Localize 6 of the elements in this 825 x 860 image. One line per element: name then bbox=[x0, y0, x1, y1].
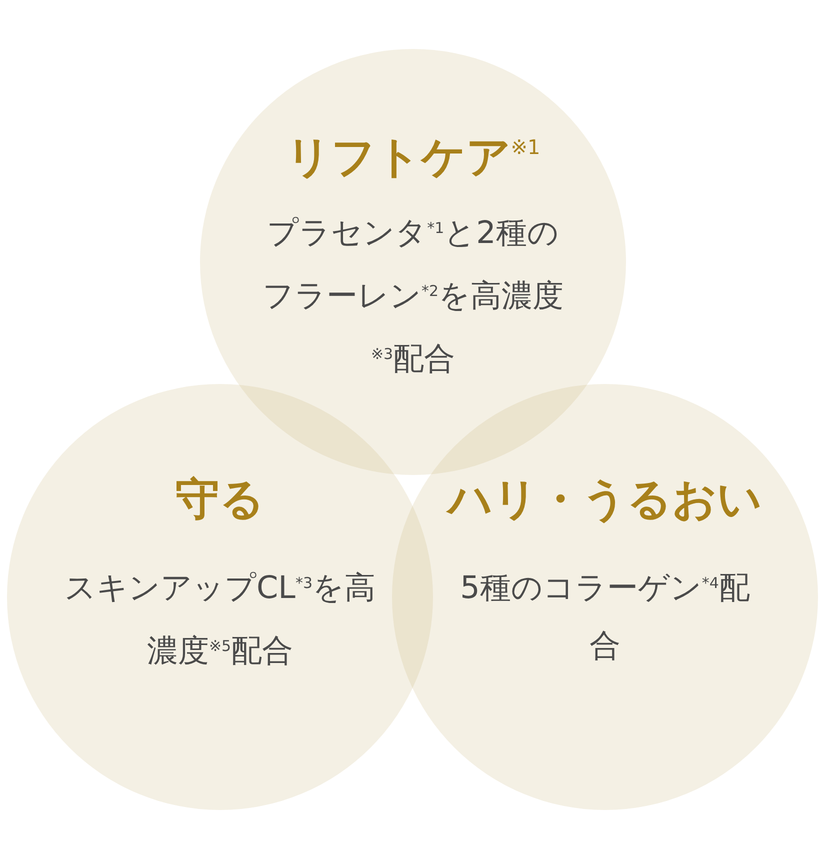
circle-text: 5種のコラーゲン$^{*4}$配合 bbox=[459, 569, 751, 666]
circle-text: スキンアップCL$^{*3}$を高濃度$^{※5}$配合 bbox=[64, 569, 376, 671]
circle-heading: 守る bbox=[174, 473, 266, 527]
circle-text: プラセンタ$^{*1}$と2種のフラーレン$^{*2}$を高濃度$^{※3}$配合 bbox=[261, 214, 565, 379]
circle-heading: ハリ・うるおい bbox=[445, 473, 763, 527]
circle-heading: リフトケア$^{※1}$ bbox=[284, 131, 542, 185]
